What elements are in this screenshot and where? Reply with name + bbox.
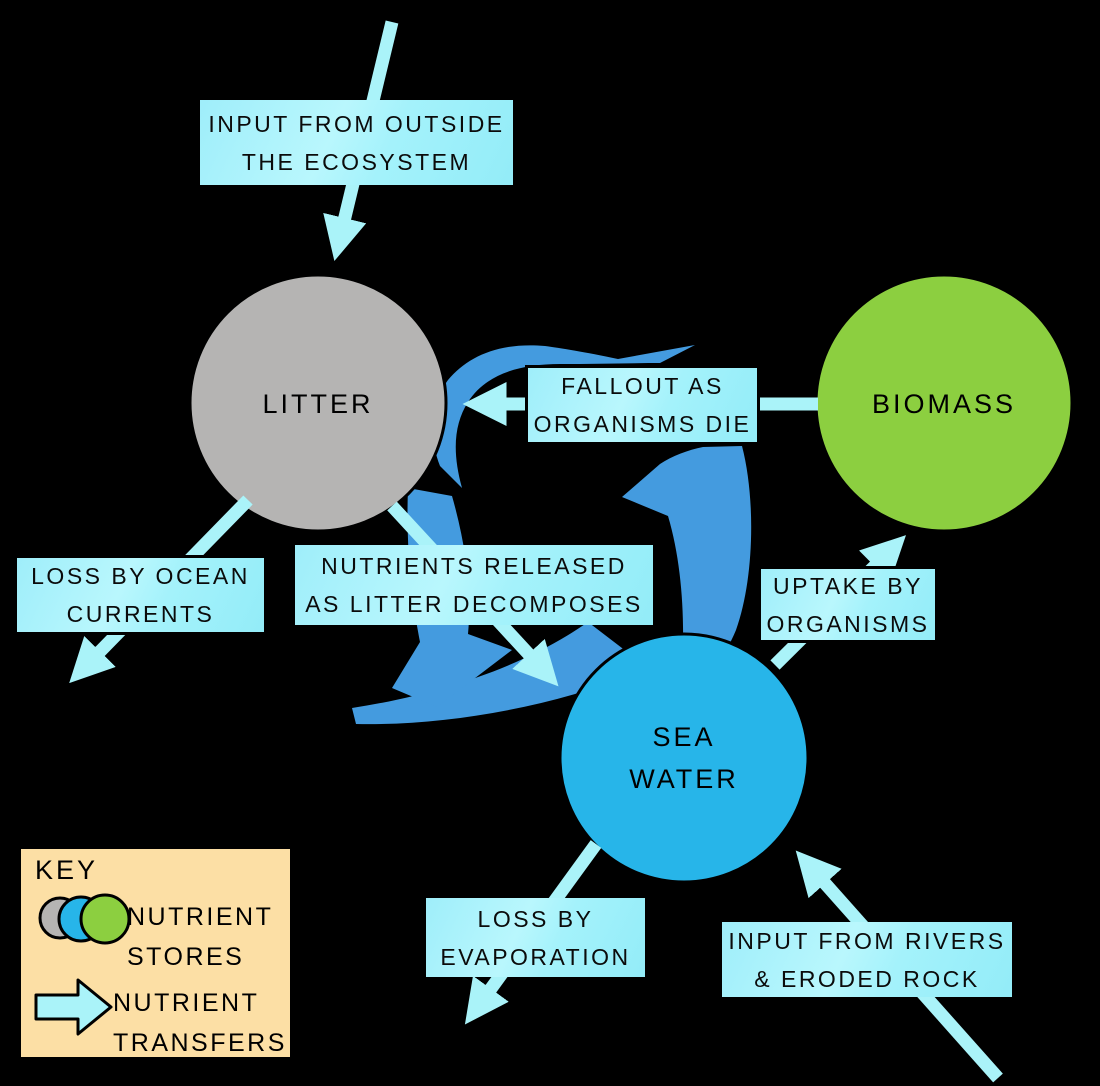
label-loss-by-ocean-currents: LOSS BY OCEAN CURRENTS xyxy=(14,555,267,635)
key-store-swatch-biomass-icon xyxy=(79,893,131,945)
label-line: THE ECOSYSTEM xyxy=(241,148,472,175)
key-transfers-label: NUTRIENT TRANSFERS xyxy=(113,983,287,1063)
label-line: ORGANISMS DIE xyxy=(533,411,752,437)
litter-store-label: LITTER xyxy=(262,383,373,425)
label-line: NUTRIENTS RELEASED xyxy=(321,553,627,579)
label-line: INPUT FROM OUTSIDE xyxy=(208,110,505,137)
key-title: KEY xyxy=(35,855,99,885)
label-line: CURRENTS xyxy=(66,601,215,627)
label-line: UPTAKE BY xyxy=(773,572,923,599)
label-line: & ERODED ROCK xyxy=(754,965,980,992)
label-line: WATER xyxy=(629,764,739,794)
label-line: LOSS BY OCEAN xyxy=(31,563,250,589)
key-transfer-arrow-icon xyxy=(34,978,113,1036)
seawater-store-circle xyxy=(558,632,810,884)
label-line: INPUT FROM RIVERS xyxy=(728,927,1006,954)
label-line: BIOMASS xyxy=(871,389,1017,419)
key-panel: KEY NUTRIENT STORES NUTRIENT TRANSFERS xyxy=(18,846,293,1060)
seawater-store-label: SEA WATER xyxy=(629,716,739,800)
key-icons xyxy=(34,893,131,1036)
label-line: AS LITTER DECOMPOSES xyxy=(305,591,643,617)
label-line: EVAPORATION xyxy=(440,943,631,970)
label-input-from-rivers: INPUT FROM RIVERS & ERODED ROCK xyxy=(722,922,1012,997)
label-line: FALLOUT AS xyxy=(561,373,724,399)
label-loss-by-evaporation: LOSS BY EVAPORATION xyxy=(426,898,645,977)
label-line: NUTRIENT xyxy=(113,989,260,1017)
label-line: LOSS BY xyxy=(477,905,594,932)
biomass-store-label: BIOMASS xyxy=(872,383,1016,425)
label-line: LITTER xyxy=(262,389,374,419)
label-line: SEA xyxy=(652,722,716,752)
litter-store-circle xyxy=(188,273,448,533)
label-line: NUTRIENT xyxy=(127,903,274,931)
cycle-arrow-right xyxy=(622,446,752,694)
label-line: ORGANISMS xyxy=(766,610,930,637)
label-uptake-by-organisms: UPTAKE BY ORGANISMS xyxy=(758,566,938,643)
label-line: TRANSFERS xyxy=(113,1029,287,1057)
label-line: STORES xyxy=(127,943,245,971)
label-input-from-outside: INPUT FROM OUTSIDE THE ECOSYSTEM xyxy=(200,100,513,185)
label-nutrients-released: NUTRIENTS RELEASED AS LITTER DECOMPOSES xyxy=(295,545,653,625)
label-fallout: FALLOUT AS ORGANISMS DIE xyxy=(525,365,760,445)
key-stores-label: NUTRIENT STORES xyxy=(127,897,273,977)
